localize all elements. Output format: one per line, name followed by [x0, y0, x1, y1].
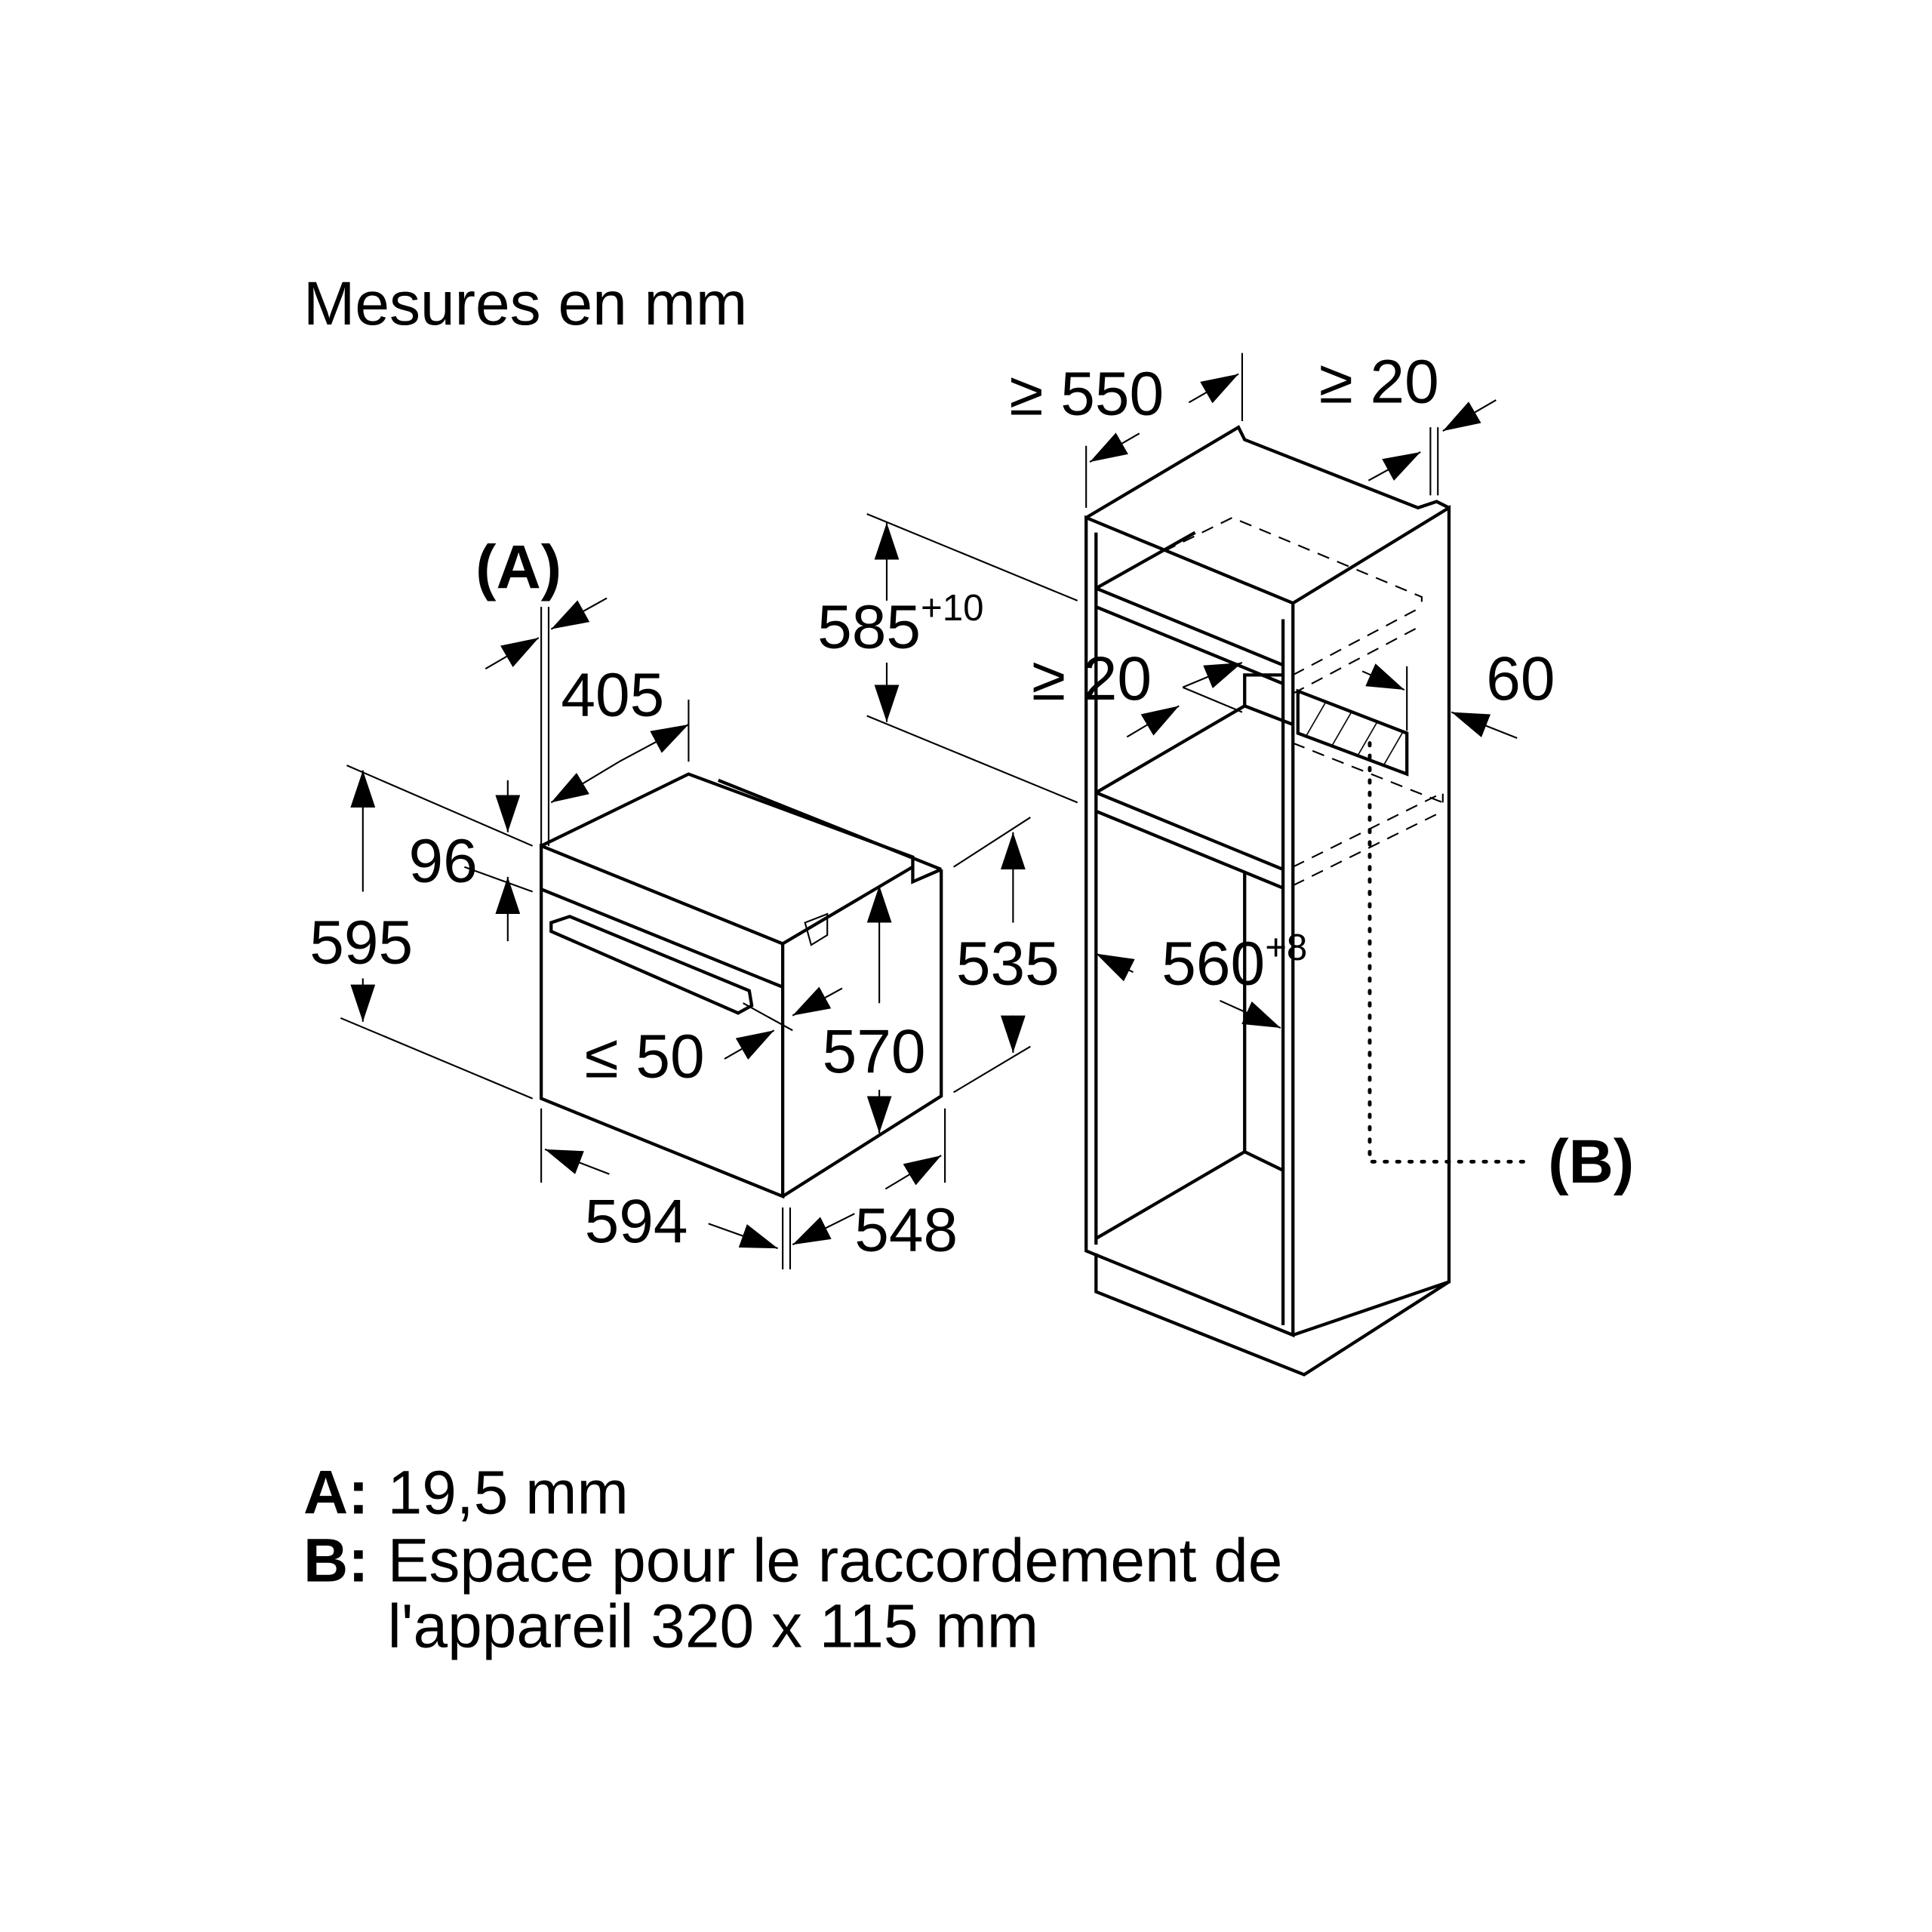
dim-405: 405 — [561, 661, 664, 730]
cabinet-dimensions — [866, 352, 1518, 1029]
dim-585: 585+10 — [817, 587, 983, 661]
legend-text-b: Espace pour le raccordement de — [388, 1527, 1283, 1595]
legend-key-a: A: — [303, 1458, 369, 1527]
oven-dimensions — [340, 597, 1031, 1270]
dim-560-value: 560 — [1161, 930, 1265, 998]
oven-drawing — [539, 772, 943, 1199]
label-a: (A) — [475, 533, 561, 601]
dim-548: 548 — [854, 1195, 958, 1264]
legend-text-b-line2: l'appareil 320 x 115 mm — [388, 1592, 1038, 1661]
label-b: (B) — [1548, 1128, 1634, 1196]
dim-594: 594 — [585, 1187, 688, 1256]
legend-text-a: 19,5 mm — [388, 1458, 629, 1527]
dim-96: 96 — [409, 826, 478, 895]
dim-570: 570 — [823, 1017, 926, 1086]
dim-560: 560+8 — [1161, 927, 1307, 998]
dim-585-tolerance: +10 — [921, 587, 984, 629]
dim-585-value: 585 — [817, 592, 921, 661]
dim-60: 60 — [1486, 645, 1555, 713]
dim-560-tolerance: +8 — [1265, 927, 1307, 968]
dim-550: ≥ 550 — [1009, 360, 1164, 429]
dim-20-top: ≥ 20 — [1319, 347, 1439, 416]
dim-535: 535 — [956, 930, 1060, 998]
dim-50: ≤ 50 — [585, 1023, 705, 1091]
dim-595: 595 — [309, 909, 413, 977]
cabinet-drawing — [1084, 425, 1532, 1377]
legend: A: 19,5 mm B: Espace pour le raccordemen… — [303, 1458, 1282, 1660]
dim-20-mid: ≥ 20 — [1032, 645, 1152, 713]
page-title: Mesures en mm — [303, 269, 747, 338]
legend-key-b: B: — [303, 1527, 369, 1595]
